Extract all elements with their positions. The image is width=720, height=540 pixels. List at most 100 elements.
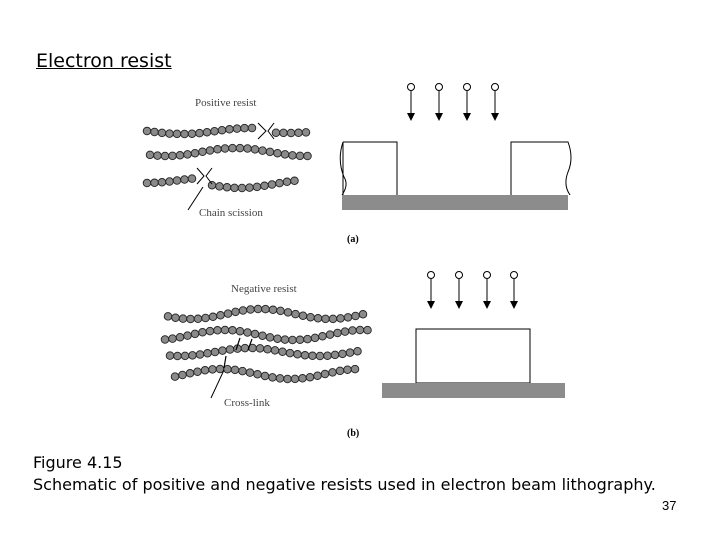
chain-scission-label: Chain scission [199, 207, 263, 219]
polymer-bead [286, 128, 296, 138]
polymer-bead [293, 350, 302, 359]
polymer-bead [142, 126, 152, 136]
polymer-bead [216, 311, 225, 320]
polymer-bead [295, 151, 305, 161]
polymer-bead [225, 125, 234, 134]
polymer-bead [210, 347, 220, 357]
figure-caption: Figure 4.15 Schematic of positive and ne… [33, 452, 656, 496]
polymer-bead [291, 309, 300, 319]
positive-resist-label: Positive resist [195, 97, 256, 109]
polymer-bead [153, 151, 162, 160]
polymer-bead [328, 368, 337, 377]
polymer-bead [253, 304, 263, 314]
polymer-bead [338, 349, 347, 359]
polymer-bead [240, 123, 249, 133]
polymer-bead [235, 143, 245, 153]
polymer-bead [351, 311, 360, 321]
polymer-bead [333, 328, 342, 338]
polymer-bead [290, 374, 300, 384]
polymer-bead [186, 314, 195, 324]
polymer-bead [345, 348, 355, 357]
polymer-bead [163, 312, 173, 321]
polymer-bead [298, 311, 308, 320]
cross-link-label: Cross-link [224, 397, 270, 409]
polymer-bead [273, 334, 282, 343]
polymer-bead [207, 180, 217, 190]
substrate-a [342, 195, 568, 210]
polymer-bead [315, 351, 325, 361]
polymer-bead [238, 306, 248, 315]
polymer-bead [231, 307, 240, 317]
polymer-bead [250, 145, 260, 154]
arrowheads-a [407, 113, 499, 121]
polymer-bead [223, 309, 233, 318]
polymer-bead [187, 129, 197, 138]
polymer-bead [165, 129, 174, 138]
polymer-bead [188, 351, 197, 360]
polymer-bead [250, 329, 260, 339]
polymer-bead [208, 312, 218, 322]
polymer-bead [165, 177, 174, 186]
polymer-bead [220, 144, 230, 153]
polymer-bead [183, 150, 192, 159]
polymer-bead [295, 335, 305, 345]
polymer-bead [278, 347, 287, 356]
polymer-bead [172, 129, 182, 139]
polymer-bead [273, 148, 282, 158]
polymer-bead [217, 125, 227, 135]
negative-resist-block [415, 328, 531, 384]
polymer-bead [183, 331, 192, 340]
polymer-bead [288, 335, 297, 345]
polymer-bead [232, 124, 242, 133]
polymer-bead [330, 350, 340, 360]
polymer-bead [252, 182, 262, 192]
polymer-bead [303, 334, 312, 344]
polymer-bead [358, 310, 368, 319]
polymer-bead [175, 332, 185, 342]
polymer-bead [340, 327, 350, 336]
polymer-bead [195, 128, 204, 138]
polymer-bead [150, 178, 159, 188]
polymer-bead [265, 333, 275, 342]
polymer-bead [230, 365, 240, 375]
polymer-bead [271, 128, 281, 137]
polymer-bead [203, 349, 212, 358]
polymer-bead [160, 335, 170, 344]
cross-link-bonds [223, 337, 253, 369]
polymer-bead [150, 127, 159, 137]
polymer-bead [157, 178, 167, 187]
polymer-bead [260, 181, 269, 191]
electron-beam-arrows-a [407, 83, 499, 117]
positive-resist-block-left [339, 141, 398, 196]
polymer-bead [190, 148, 200, 158]
polymer-bead [246, 305, 255, 314]
polymer-bead [303, 151, 312, 161]
polymer-bead [263, 345, 272, 354]
polymer-bead [187, 174, 197, 183]
polymer-bead [198, 147, 207, 157]
polymer-bead [313, 371, 322, 380]
polymer-bead [222, 183, 232, 192]
polymer-chains [142, 123, 372, 384]
polymer-bead [205, 146, 215, 155]
polymer-bead [305, 372, 315, 382]
polymer-bead [276, 306, 285, 316]
polymer-bead [171, 313, 180, 322]
polymer-bead [258, 331, 267, 340]
polymer-bead [320, 369, 330, 379]
polymer-bead [255, 344, 265, 353]
substrate-b [382, 383, 565, 398]
positive-resist-block-right [510, 141, 572, 196]
polymer-bead [172, 176, 182, 185]
polymer-bead [228, 143, 237, 153]
polymer-bead [348, 326, 357, 335]
polymer-bead [243, 144, 252, 153]
chain-scission-leader [187, 186, 204, 211]
polymer-bead [306, 312, 315, 322]
polymer-bead [193, 314, 203, 324]
panel-a-tag: (a) [347, 234, 359, 245]
polymer-bead [185, 369, 195, 378]
polymer-bead [363, 325, 372, 335]
polymer-bead [267, 180, 277, 189]
